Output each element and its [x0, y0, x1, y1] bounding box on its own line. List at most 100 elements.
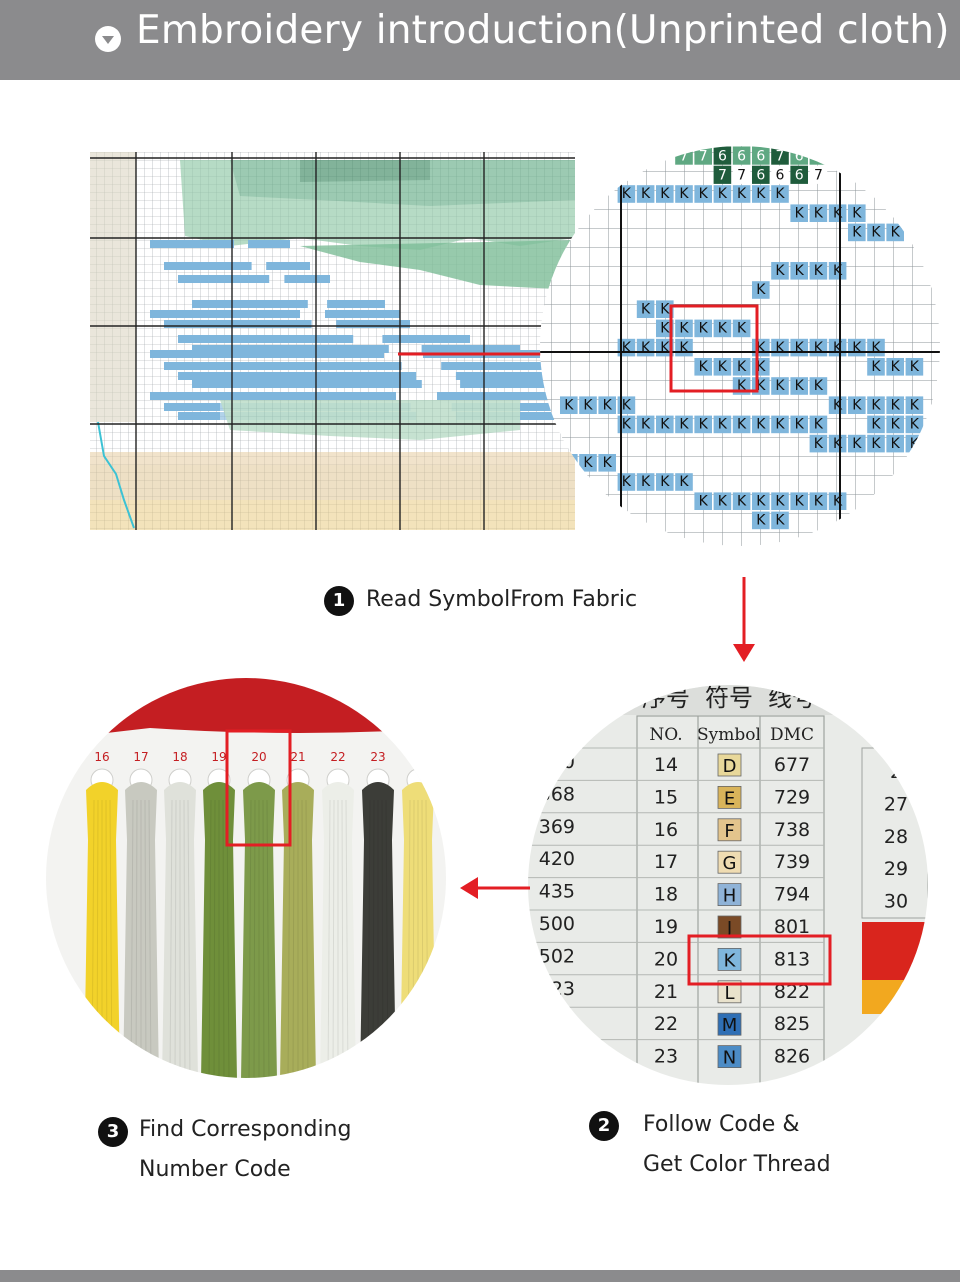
zoom-cell-symbol: K — [871, 359, 881, 375]
zoom-top-cell — [713, 146, 732, 165]
thread-label: 16 — [94, 750, 109, 764]
zoom-top-number: 6 — [718, 148, 727, 164]
zoom-cell-symbol: K — [775, 263, 785, 279]
card-left-code: 369 — [539, 816, 575, 838]
card-right-code: 2 — [890, 761, 902, 783]
zoom-top-number: 7 — [776, 148, 785, 164]
zoom-cell — [828, 262, 847, 280]
zoom-cell — [713, 415, 732, 434]
footer-bar — [0, 1270, 960, 1282]
zoom-top-cell — [752, 165, 770, 184]
zoom-cell-symbol: K — [891, 397, 901, 413]
zoom-cell-symbol: K — [641, 301, 651, 317]
zoom-cell — [656, 300, 674, 318]
zoom-cell — [848, 204, 866, 222]
zoom-cell-symbol: K — [833, 263, 843, 279]
card-row-swatch — [717, 883, 742, 906]
zoom-cell-symbol: K — [622, 186, 632, 202]
zoom-cell-symbol: K — [737, 186, 747, 202]
zoom-cell — [848, 223, 866, 242]
card-highlight — [687, 934, 832, 986]
thread-highlight — [225, 729, 292, 847]
card-row-symbol: D — [723, 756, 737, 777]
card-row-swatch — [717, 915, 742, 939]
card-header-cn: 线号 — [768, 684, 816, 712]
thread-label: 17 — [133, 750, 148, 764]
chart-blue-run — [437, 392, 560, 400]
zoom-cell — [809, 262, 828, 280]
thread-label: 23 — [370, 750, 385, 764]
zoom-cell-symbol: K — [852, 205, 862, 221]
zoom-cell — [828, 204, 847, 222]
zoom-cell-symbol: K — [833, 397, 843, 413]
card-header-cn: 序号 — [642, 684, 690, 712]
zoom-cell-symbol: K — [910, 417, 920, 433]
zoom-top-number: 7 — [718, 168, 727, 184]
zoom-cell — [828, 434, 847, 453]
zoom-cell-symbol: K — [833, 493, 843, 509]
zoom-cell — [752, 281, 770, 299]
zoom-cell — [790, 377, 808, 395]
zoom-cell — [560, 396, 578, 414]
card-row-swatch — [717, 1012, 742, 1036]
card-left-code: 368 — [539, 783, 575, 805]
chart-blue-run — [150, 350, 384, 358]
zoom-cell — [656, 473, 674, 491]
thread-skein — [201, 782, 237, 1078]
card-header: NO. — [649, 725, 682, 745]
zoom-cell-symbol: K — [833, 205, 843, 221]
zoom-cell-symbol: K — [660, 474, 670, 490]
zoom-cell — [771, 262, 789, 280]
zoom-cell-symbol: K — [891, 359, 901, 375]
card-row-symbol: K — [724, 950, 737, 971]
zoom-cell-symbol: K — [814, 378, 824, 394]
zoom-cell-symbol: K — [699, 417, 709, 433]
zoom-cell-symbol: K — [699, 321, 709, 337]
chart-blue-run — [164, 262, 252, 270]
chart-blue-run — [460, 380, 575, 388]
chart-blue-run — [325, 310, 400, 318]
chart-blue-run — [284, 275, 330, 283]
zoom-cell — [713, 185, 732, 203]
thread-skein — [320, 782, 356, 1078]
card-row-symbol: N — [723, 1048, 736, 1069]
card-row-no: 16 — [654, 819, 678, 841]
chart-blue-run — [164, 320, 312, 328]
thread-skein — [84, 782, 120, 1078]
zoom-cell — [579, 454, 597, 472]
card-row-dmc: 813 — [774, 948, 810, 970]
card-right-code: 28 — [884, 826, 908, 848]
zoom-cell-symbol: K — [660, 321, 670, 337]
zoom-cell — [713, 358, 732, 376]
zoom-cell — [752, 511, 770, 530]
zoom-cell — [886, 415, 904, 434]
chart-blue-run — [178, 372, 417, 380]
card-left-code: 420 — [539, 848, 575, 870]
zoom-cell-symbol: K — [814, 493, 824, 509]
zoom-cell-symbol: K — [679, 340, 689, 356]
card-row-symbol: E — [724, 788, 735, 809]
zoom-cell-symbol: K — [910, 397, 920, 413]
chart-blue-run — [421, 345, 520, 353]
card-row-swatch — [717, 786, 742, 809]
zoom-cell — [636, 473, 655, 491]
zoom-cell-symbol: K — [756, 493, 766, 509]
zoom-cell-symbol: K — [641, 340, 651, 356]
zoom-cell-symbol: K — [718, 186, 728, 202]
card-row-dmc: 677 — [774, 754, 810, 776]
zoom-cell-symbol: K — [891, 225, 901, 241]
zoom-cell-symbol: K — [756, 186, 766, 202]
zoom-top-cell — [809, 146, 828, 165]
zoom-cell-symbol: K — [737, 359, 747, 375]
card-row-swatch — [717, 980, 742, 1004]
zoom-cell-symbol: K — [852, 397, 862, 413]
zoom-cell-symbol: K — [660, 186, 670, 202]
zoom-cell — [675, 319, 693, 338]
zoom-cell — [848, 396, 866, 414]
step-2-number: 2 — [589, 1111, 619, 1141]
zoom-cell-symbol: K — [833, 436, 843, 452]
zoom-cell-symbol: K — [910, 436, 920, 452]
card-row-swatch — [717, 1045, 742, 1068]
zoom-top-number: 7 — [814, 168, 823, 184]
